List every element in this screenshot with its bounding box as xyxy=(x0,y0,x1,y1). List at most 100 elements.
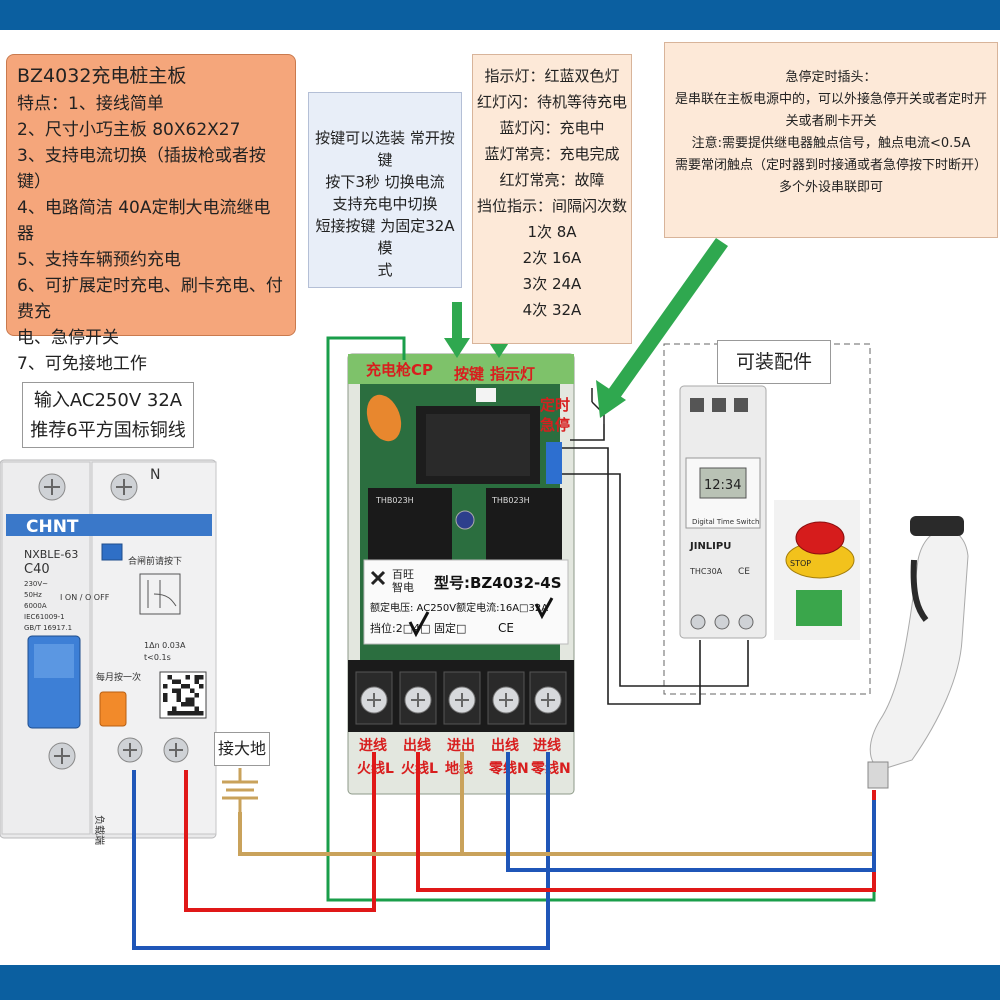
relay-2-text: THB023H xyxy=(491,496,530,505)
qr-module xyxy=(163,693,168,698)
key-note-line: 支持充电中切换 xyxy=(332,195,438,213)
terminal-screw-slot xyxy=(499,693,513,707)
features-box: BZ4032充电桩主板 特点：1、接线简单 2、尺寸小巧主板 80X62X27 … xyxy=(6,54,296,374)
qr-module xyxy=(172,679,177,684)
estop-note-line: 是串联在主板电源中的，可以外接急停开关或者定时开 xyxy=(674,92,987,107)
qr-module xyxy=(194,693,199,698)
label-estop: 急停 xyxy=(540,416,570,434)
qr-module xyxy=(167,711,172,716)
emergency-stop-button: STOP xyxy=(774,500,860,640)
breaker-rating: C40 xyxy=(24,562,50,577)
qr-module xyxy=(181,711,186,716)
qr-module xyxy=(185,675,190,680)
main-board: THB023H THB023H 百旺 智电 型号:BZ4032-4S 额定电压:… xyxy=(347,353,575,795)
features-line: 特点：1、接线简单 xyxy=(17,94,164,114)
terminal-label-bottom: 零线N xyxy=(530,760,571,777)
breaker-spec-line: 50Hz xyxy=(24,591,42,599)
terminal-label-top: 出线 xyxy=(403,737,431,754)
brand-line-2: 智电 xyxy=(392,580,414,594)
qr-module xyxy=(194,706,199,711)
wire-input-neutral xyxy=(132,752,550,950)
estop-note-line: 多个外设串联即可 xyxy=(778,180,883,195)
estop-label: STOP xyxy=(790,559,811,568)
board-model: 型号:BZ4032-4S xyxy=(434,574,562,592)
breaker-reset-text: 合闸前请按下 xyxy=(128,555,182,567)
qr-module xyxy=(176,688,181,693)
timer-switch: 12:34 Digital Time Switch JINLIPU THC30A… xyxy=(679,385,767,639)
key-note-line: 短接按键 为固定32A模 xyxy=(315,217,455,257)
label-key: 按键 xyxy=(454,365,484,383)
led-note-line: 2次 16A xyxy=(522,249,582,267)
estop-note-line: 需要常闭触点（定时器到时接通或者急停按下时断开） xyxy=(674,158,987,173)
estop-note-line: 急停定时插头： xyxy=(785,70,877,85)
wire-output-neutral xyxy=(506,752,876,872)
breaker-brand: CHNT xyxy=(26,517,79,537)
terminal-screw-slot xyxy=(411,693,425,707)
wire-timer-3 xyxy=(570,424,605,441)
led-note-line: 红灯常亮：故障 xyxy=(499,171,605,189)
circuit-breaker: N CHNT NXBLE-63 C40 230V~50Hz6000AIEC610… xyxy=(0,459,217,845)
wire-ground-1 xyxy=(238,812,874,856)
breaker-side-label: 负载端 xyxy=(93,815,106,845)
board-ce: CE xyxy=(498,621,514,635)
timer-model: THC30A xyxy=(689,567,723,576)
estop-note-box: 急停定时插头： 是串联在主板电源中的，可以外接急停开关或者定时开 关或者刷卡开关… xyxy=(664,42,998,238)
relay-1-text: THB023H xyxy=(375,496,414,505)
label-led: 指示灯 xyxy=(490,365,535,383)
breaker-spec-line: GB/T 16917.1 xyxy=(24,624,72,632)
breaker-test-text: 1Δn 0.03A xyxy=(144,641,186,650)
timer-ce: CE xyxy=(738,567,750,577)
features-line: 4、电路简洁 40A定制大电流继电器 xyxy=(17,198,271,244)
input-note-line: 输入AC250V 32A xyxy=(33,390,183,411)
qr-module xyxy=(185,697,190,702)
features-line: 6、可扩展定时充电、刷卡充电、付费充 xyxy=(17,276,283,322)
qr-module xyxy=(176,697,181,702)
breaker-spec-line: 230V~ xyxy=(24,580,48,588)
board-rated: 额定电压: AC250V额定电流:16A□32A xyxy=(370,601,548,614)
ev-charger-plug xyxy=(867,516,969,789)
qr-module xyxy=(190,697,195,702)
qr-module xyxy=(181,684,186,689)
timer-display: 12:34 xyxy=(704,478,741,493)
qr-module xyxy=(194,675,199,680)
key-note-line: 键 xyxy=(377,151,393,169)
ground-symbol xyxy=(222,768,258,812)
arrow-key xyxy=(444,302,470,358)
qr-module xyxy=(190,688,195,693)
wire-timer-2 xyxy=(562,473,749,687)
breaker-model: NXBLE-63 xyxy=(24,548,78,561)
terminal-screw-slot xyxy=(455,693,469,707)
label-timer: 定时 xyxy=(540,396,570,414)
qr-module xyxy=(194,711,199,716)
features-title: BZ4032充电桩主板 xyxy=(17,65,187,87)
breaker-pole-top: N xyxy=(150,467,160,483)
features-line: 3、支持电流切换（插拔枪或者按键） xyxy=(17,146,266,192)
input-note-line: 推荐6平方国标铜线 xyxy=(30,420,186,441)
led-note-line: 蓝灯闪：充电中 xyxy=(499,119,605,137)
led-note-line: 红灯闪：待机等待充电 xyxy=(477,93,628,111)
led-note-line: 挡位指示：间隔闪次数 xyxy=(477,197,628,215)
led-note-line: 3次 24A xyxy=(522,275,582,293)
breaker-monthly-text: 每月按一次 xyxy=(96,671,141,683)
breaker-time-text: t<0.1s xyxy=(144,653,171,662)
estop-note-line: 注意:需要提供继电器触点信号，触点电流<0.5A xyxy=(691,136,971,151)
terminal-label-bottom: 地线 xyxy=(445,760,473,777)
qr-module xyxy=(172,711,177,716)
terminal-label-top: 出线 xyxy=(491,737,519,754)
qr-module xyxy=(190,711,195,716)
breaker-qr-code xyxy=(163,675,204,716)
input-note-box: 输入AC250V 32A 推荐6平方国标铜线 xyxy=(22,382,194,448)
terminal-screw-slot xyxy=(367,693,381,707)
terminal-screw-slot xyxy=(541,693,555,707)
key-note-line: 按下3秒 切换电流 xyxy=(325,173,445,191)
estop-note-line: 关或者刷卡开关 xyxy=(785,114,877,129)
accessory-label: 可装配件 xyxy=(717,340,831,384)
qr-module xyxy=(185,684,190,689)
led-note-line: 蓝灯常亮：充电完成 xyxy=(484,145,620,163)
wire-cp-green xyxy=(326,336,876,902)
qr-module xyxy=(167,675,172,680)
qr-module xyxy=(176,679,181,684)
key-note-line: 按键可以选装 常开按 xyxy=(315,129,455,147)
